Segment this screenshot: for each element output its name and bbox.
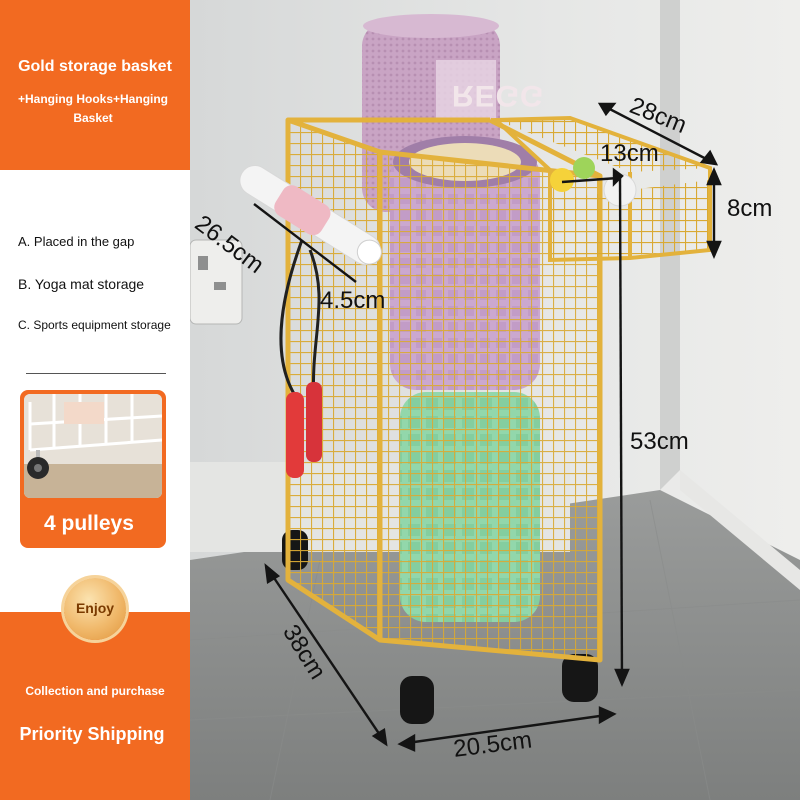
product-title: Gold storage basket bbox=[18, 58, 172, 75]
shipping-text: Priority Shipping bbox=[19, 724, 165, 744]
product-photo: REGG 28cm 13cm 8cm 26.5cm 4.5cm 53cm 38c… bbox=[190, 0, 800, 800]
wheel-photo bbox=[24, 394, 162, 498]
dim-basket-height: 8cm bbox=[727, 195, 773, 222]
bottom-banner: Collection and purchase Priority Shippin… bbox=[0, 612, 190, 800]
feature-gap: A. Placed in the gap bbox=[18, 234, 135, 249]
title-banner: Gold storage basket +Hanging Hooks+Hangi… bbox=[0, 0, 190, 170]
product-subtitle: +Hanging Hooks+Hanging Basket bbox=[18, 92, 169, 125]
wheel-card: 4 pulleys bbox=[20, 390, 166, 548]
info-panel: Gold storage basket +Hanging Hooks+Hangi… bbox=[0, 0, 190, 800]
feature-yoga-mat: B. Yoga mat storage bbox=[18, 276, 145, 292]
divider bbox=[26, 373, 166, 374]
enjoy-badge: Enjoy bbox=[64, 578, 126, 640]
dim-height: 53cm bbox=[630, 428, 689, 455]
enjoy-label: Enjoy bbox=[75, 600, 115, 616]
product-illustration bbox=[190, 0, 800, 800]
wheel-caption: 4 pulleys bbox=[44, 512, 134, 535]
feature-sports: C. Sports equipment storage bbox=[18, 318, 171, 332]
collection-text: Collection and purchase bbox=[25, 684, 165, 698]
dim-basket-depth: 13cm bbox=[600, 140, 659, 167]
dim-handle-diameter: 4.5cm bbox=[320, 287, 386, 314]
roller-brand-text: REGG bbox=[452, 79, 545, 112]
